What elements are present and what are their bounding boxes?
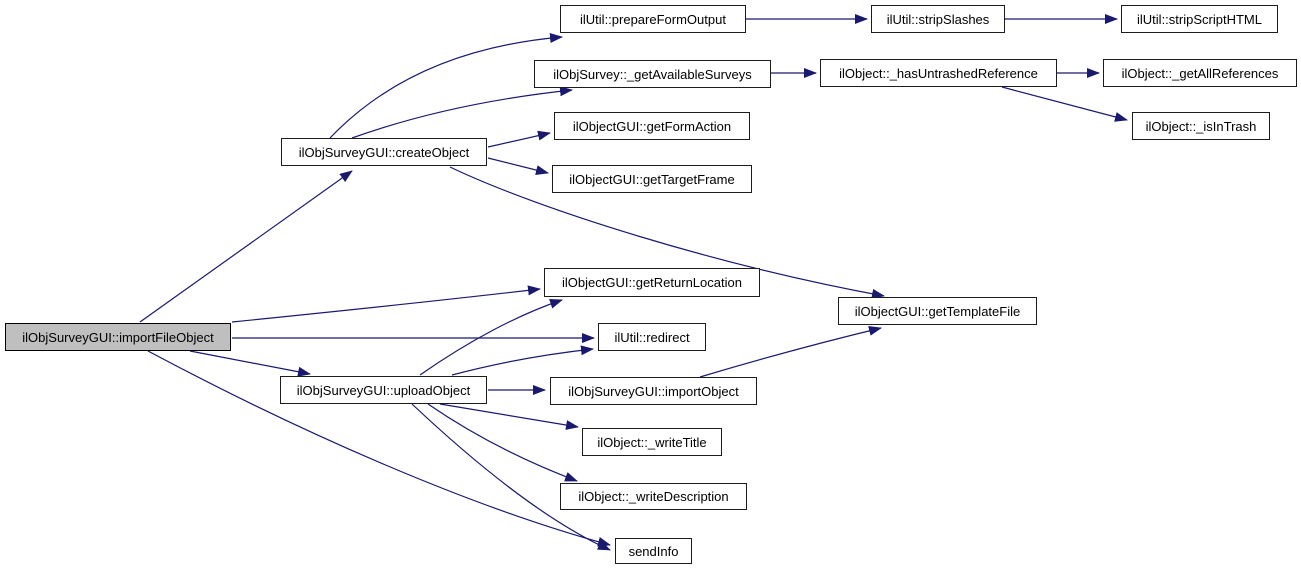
node-getTargetFrame[interactable]: ilObjectGUI::getTargetFrame <box>552 165 752 193</box>
edge-importFileObject-getReturnLocation <box>231 285 541 323</box>
node-redirect[interactable]: ilUtil::redirect <box>598 323 706 351</box>
node-getAvailableSurveys[interactable]: ilObjSurvey::_getAvailableSurveys <box>534 60 771 88</box>
edge-createObject-getTemplateFile <box>449 166 885 299</box>
node-getFormAction[interactable]: ilObjectGUI::getFormAction <box>554 112 750 140</box>
node-getTemplateFile[interactable]: ilObjectGUI::getTemplateFile <box>838 297 1037 325</box>
node-getReturnLocation[interactable]: ilObjectGUI::getReturnLocation <box>544 268 760 297</box>
node-getAllReferences[interactable]: ilObject::_getAllReferences <box>1103 59 1297 87</box>
edge-uploadObject-sendInfo <box>411 403 611 551</box>
edge-importFileObject-sendInfo <box>147 350 611 547</box>
node-isInTrash[interactable]: ilObject::_isInTrash <box>1132 112 1270 140</box>
node-stripSlashes[interactable]: ilUtil::stripSlashes <box>871 5 1005 33</box>
node-importFileObject: ilObjSurveyGUI::importFileObject <box>5 323 231 351</box>
node-hasUntrashedReference[interactable]: ilObject::_hasUntrashedReference <box>820 59 1057 87</box>
edge-createObject-getAvailableSurveys <box>351 86 573 139</box>
edge-createObject-prepareFormOutput <box>329 33 563 139</box>
edge-uploadObject-getReturnLocation <box>419 299 563 376</box>
edge-importFileObject-uploadObject <box>189 350 311 377</box>
edge-uploadObject-writeTitle <box>439 403 579 430</box>
node-prepareFormOutput[interactable]: ilUtil::prepareFormOutput <box>560 5 746 33</box>
node-uploadObject[interactable]: ilObjSurveyGUI::uploadObject <box>280 376 487 404</box>
edge-hasUntrashedReference-isInTrash <box>1001 86 1128 122</box>
edge-uploadObject-redirect <box>451 345 594 376</box>
edge-importObject-getTemplateFile <box>699 325 882 378</box>
edge-uploadObject-writeDescription <box>427 403 578 482</box>
node-stripScriptHTML[interactable]: ilUtil::stripScriptHTML <box>1121 5 1278 33</box>
node-importObject[interactable]: ilObjSurveyGUI::importObject <box>550 377 757 405</box>
node-writeTitle[interactable]: ilObject::_writeTitle <box>582 428 722 456</box>
node-createObject[interactable]: ilObjSurveyGUI::createObject <box>281 138 487 166</box>
edge-importFileObject-createObject <box>139 170 353 323</box>
node-writeDescription[interactable]: ilObject::_writeDescription <box>560 483 747 510</box>
edge-createObject-getFormAction <box>487 130 551 148</box>
edge-createObject-getTargetFrame <box>487 157 549 175</box>
node-sendInfo[interactable]: sendInfo <box>615 538 692 564</box>
